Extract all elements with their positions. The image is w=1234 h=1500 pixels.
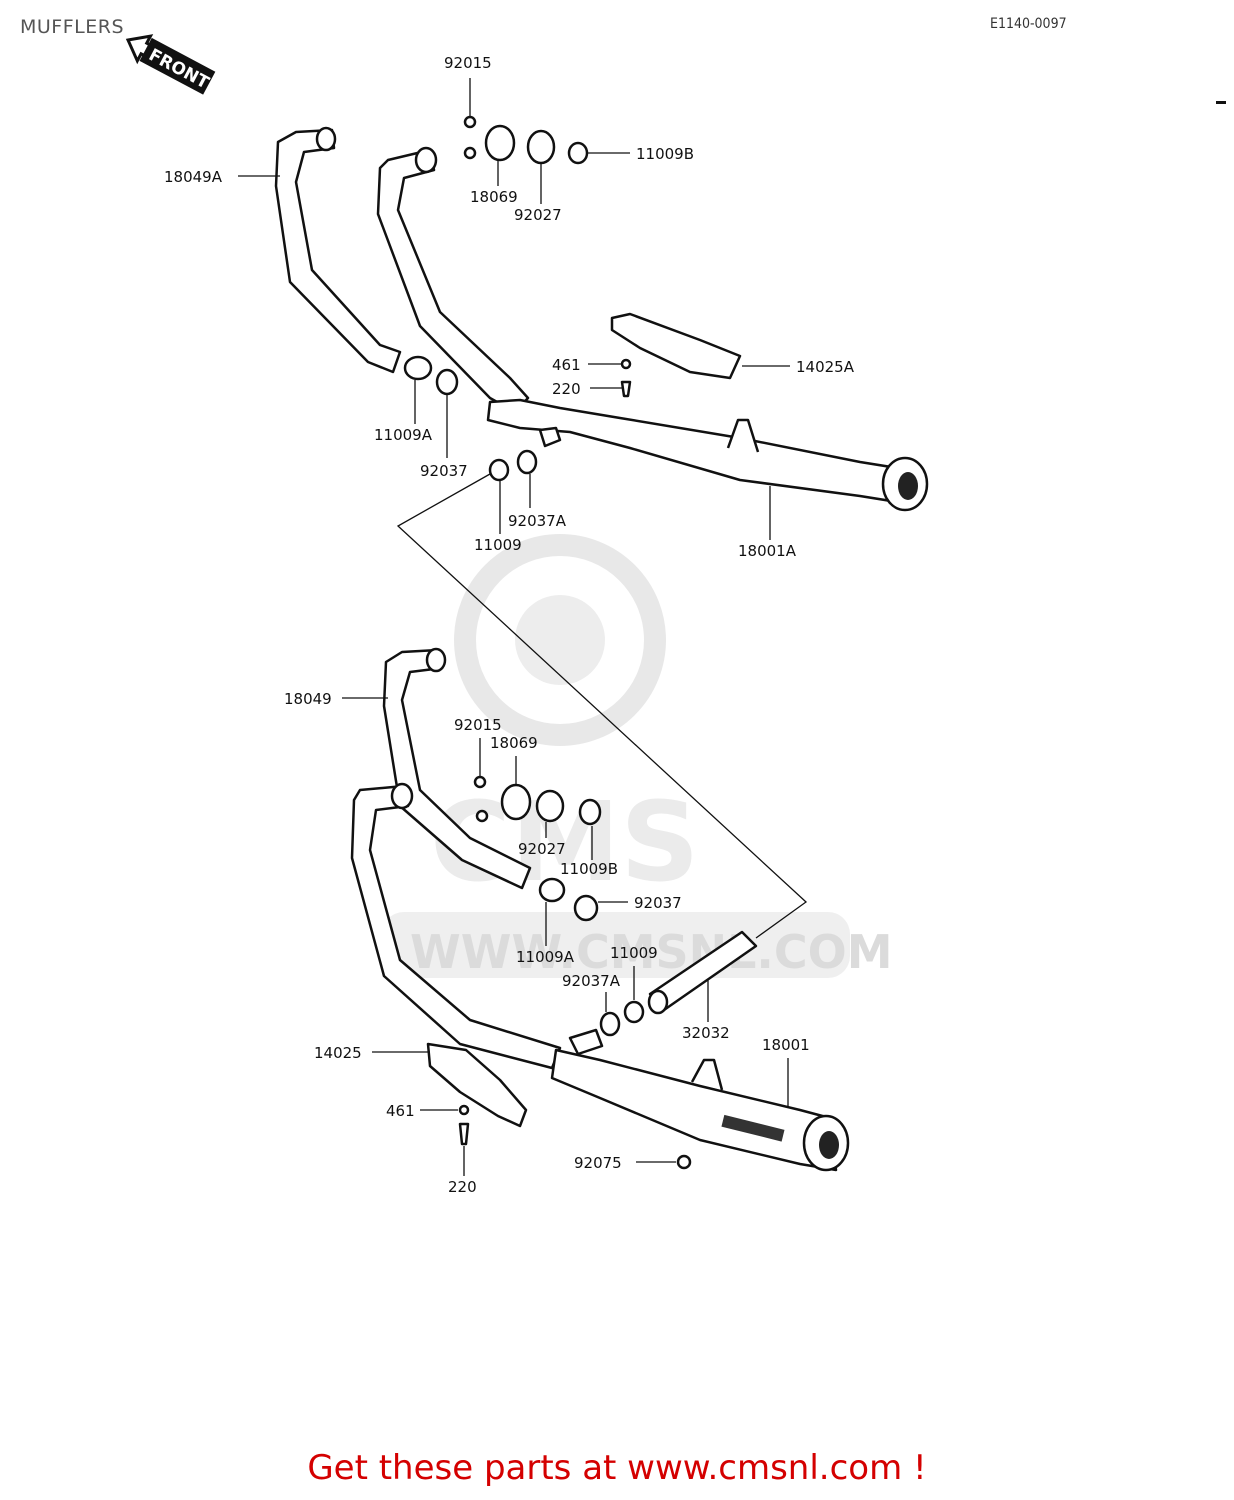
cap-92075 — [676, 1154, 692, 1170]
cmsnl-watermark: CMS WWW.CMSNL.COM — [382, 534, 893, 979]
gasket-11009b-bottom — [578, 798, 602, 826]
muffler-18001-body — [550, 1048, 838, 1172]
callout-92027-top: 92027 — [514, 206, 562, 224]
watermark-logo-ring — [454, 534, 666, 746]
clamp-92037-bottom — [573, 894, 599, 922]
connector-pipe-32032-end — [647, 989, 669, 1015]
callout-11009b-bottom: 11009B — [560, 860, 618, 878]
nut-92015-bottom-b — [475, 809, 489, 823]
exhaust-pipe-18049-inlet — [425, 647, 447, 673]
callout-92027-bottom: 92027 — [518, 840, 566, 858]
connector-stub-bottom — [568, 1028, 604, 1056]
callout-11009a-bottom: 11009A — [516, 948, 575, 966]
callout-18001: 18001 — [762, 1036, 810, 1054]
callout-18069-top: 18069 — [470, 188, 518, 206]
footer-cta-link[interactable]: Get these parts at www.cmsnl.com ! — [307, 1448, 927, 1488]
callout-92037-top: 92037 — [420, 462, 468, 480]
washer-461-bottom — [458, 1104, 470, 1116]
callout-18069-bottom: 18069 — [490, 734, 538, 752]
callout-11009-top: 11009 — [474, 536, 522, 554]
bolt-220-top — [620, 380, 632, 398]
connector-stub-top — [538, 426, 562, 448]
muffler-18001-bracket — [690, 1058, 724, 1091]
muffler-18001a-body — [486, 398, 918, 507]
diagram-title: MUFFLERS — [20, 16, 125, 38]
gasket-11009-bottom — [623, 1000, 645, 1024]
clamp-92027-top — [526, 129, 556, 165]
callout-220-bottom: 220 — [448, 1178, 477, 1196]
callout-220-top: 220 — [552, 380, 581, 398]
top-exhaust-assembly — [274, 115, 929, 512]
callout-11009b-top: 11009B — [636, 145, 694, 163]
front-arrow: FRONT — [125, 34, 216, 95]
gasket-11009-top — [488, 458, 510, 482]
clamp-92037a-top — [516, 449, 538, 475]
nut-92015-top-a — [463, 115, 477, 129]
connection-line — [396, 473, 808, 939]
callout-11009a-top: 11009A — [374, 426, 433, 444]
front-arrow-plate — [139, 37, 216, 95]
callout-92015-bottom: 92015 — [454, 716, 502, 734]
callout-14025a: 14025A — [796, 358, 855, 376]
bottom-exhaust-assembly — [350, 647, 850, 1172]
callout-461-bottom: 461 — [386, 1102, 415, 1120]
gasket-11009b-top — [567, 141, 589, 165]
bolt-220-bottom — [458, 1122, 470, 1146]
washer-461-top — [620, 358, 632, 370]
exhaust-pipe-18049a-inlet — [315, 126, 337, 152]
bottom-leader-lines — [342, 697, 789, 1176]
callout-92075: 92075 — [574, 1154, 622, 1172]
callout-11009-bottom: 11009 — [610, 944, 658, 962]
nut-92015-bottom-a — [473, 775, 487, 789]
callout-labels: 92015 18049A 11009B 18069 92027 461 220 … — [164, 54, 855, 1196]
exhaust-pipe-18001-inlet — [390, 782, 414, 810]
clamp-92037a-bottom — [599, 1011, 621, 1037]
muffler-18001a-bracket — [726, 418, 760, 453]
heat-shield-14025 — [426, 1042, 528, 1128]
clamp-92027-bottom — [535, 789, 565, 823]
holder-18069-top — [484, 124, 516, 162]
heat-shield-14025a — [610, 312, 742, 380]
top-leader-lines — [238, 78, 808, 939]
clamp-92037-top — [435, 368, 459, 396]
edge-mark — [1216, 101, 1226, 104]
callout-92037a-bottom: 92037A — [562, 972, 621, 990]
diagram-code: E1140-0097 — [990, 16, 1067, 32]
nut-92015-top-b — [463, 146, 477, 160]
callout-18049a: 18049A — [164, 168, 223, 186]
exhaust-pipe-18001a-inlet — [414, 146, 438, 174]
muffler-18001-outlet-hole — [819, 1131, 839, 1159]
holder-18069-bottom — [500, 783, 532, 821]
gasket-11009a-top — [403, 355, 433, 381]
callout-461-top: 461 — [552, 356, 581, 374]
muffler-18001a-outlet-hole — [898, 472, 918, 500]
muffler-18001-badge — [721, 1114, 785, 1142]
callout-18049: 18049 — [284, 690, 332, 708]
callout-14025: 14025 — [314, 1044, 362, 1062]
watermark-url: WWW.CMSNL.COM — [410, 925, 893, 979]
callout-18001a: 18001A — [738, 542, 797, 560]
gasket-11009a-bottom — [538, 877, 566, 903]
callout-92037-bottom: 92037 — [634, 894, 682, 912]
callout-32032: 32032 — [682, 1024, 730, 1042]
callout-92037a-top: 92037A — [508, 512, 567, 530]
watermark-logo-face — [515, 595, 605, 685]
callout-92015-top: 92015 — [444, 54, 492, 72]
